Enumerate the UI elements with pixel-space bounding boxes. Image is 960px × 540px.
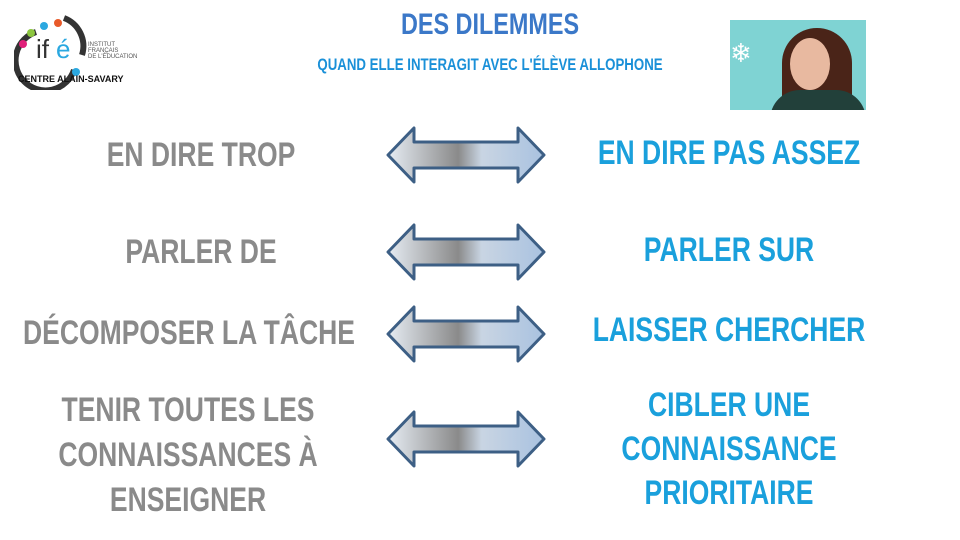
snowflake-decoration: ❄: [730, 38, 752, 68]
page-subtitle: QUAND ELLE INTERAGIT AVEC L'ÉLÈVE ALLOPH…: [317, 55, 663, 74]
dilemma-right-2: PARLER SUR: [643, 231, 815, 269]
svg-text:é: é: [56, 34, 70, 64]
dilemma-left-4: TENIR TOUTES LES CONNAISSANCES À ENSEIGN…: [58, 391, 318, 519]
double-arrow-icon: [386, 126, 546, 184]
speaker-body: [770, 90, 866, 110]
logo-institut-text: INSTITUT FRANÇAIS DE L'ÉDUCATION: [88, 42, 138, 60]
double-arrow-icon: [386, 305, 546, 363]
page-title: DES DILEMMES: [400, 8, 580, 41]
ife-logo: if é INSTITUT FRANÇAIS DE L'ÉDUCATION CE…: [12, 10, 144, 94]
dilemma-left-3: DÉCOMPOSER LA TÂCHE: [22, 314, 356, 352]
speaker-video: ❄: [730, 20, 866, 110]
speaker-face: [790, 38, 830, 90]
svg-text:if: if: [36, 34, 50, 64]
double-arrow-icon: [386, 223, 546, 281]
dilemma-left-1: EN DIRE TROP: [106, 136, 296, 174]
logo-caption: CENTRE ALAIN-SAVARY: [18, 74, 124, 84]
double-arrow-icon: [386, 410, 546, 468]
dilemma-left-2: PARLER DE: [125, 233, 277, 271]
dilemma-right-4: CIBLER UNE CONNAISSANCE PRIORITAIRE: [621, 386, 837, 512]
dilemma-right-3: LAISSER CHERCHER: [592, 311, 866, 349]
dilemma-right-1: EN DIRE PAS ASSEZ: [597, 134, 861, 172]
